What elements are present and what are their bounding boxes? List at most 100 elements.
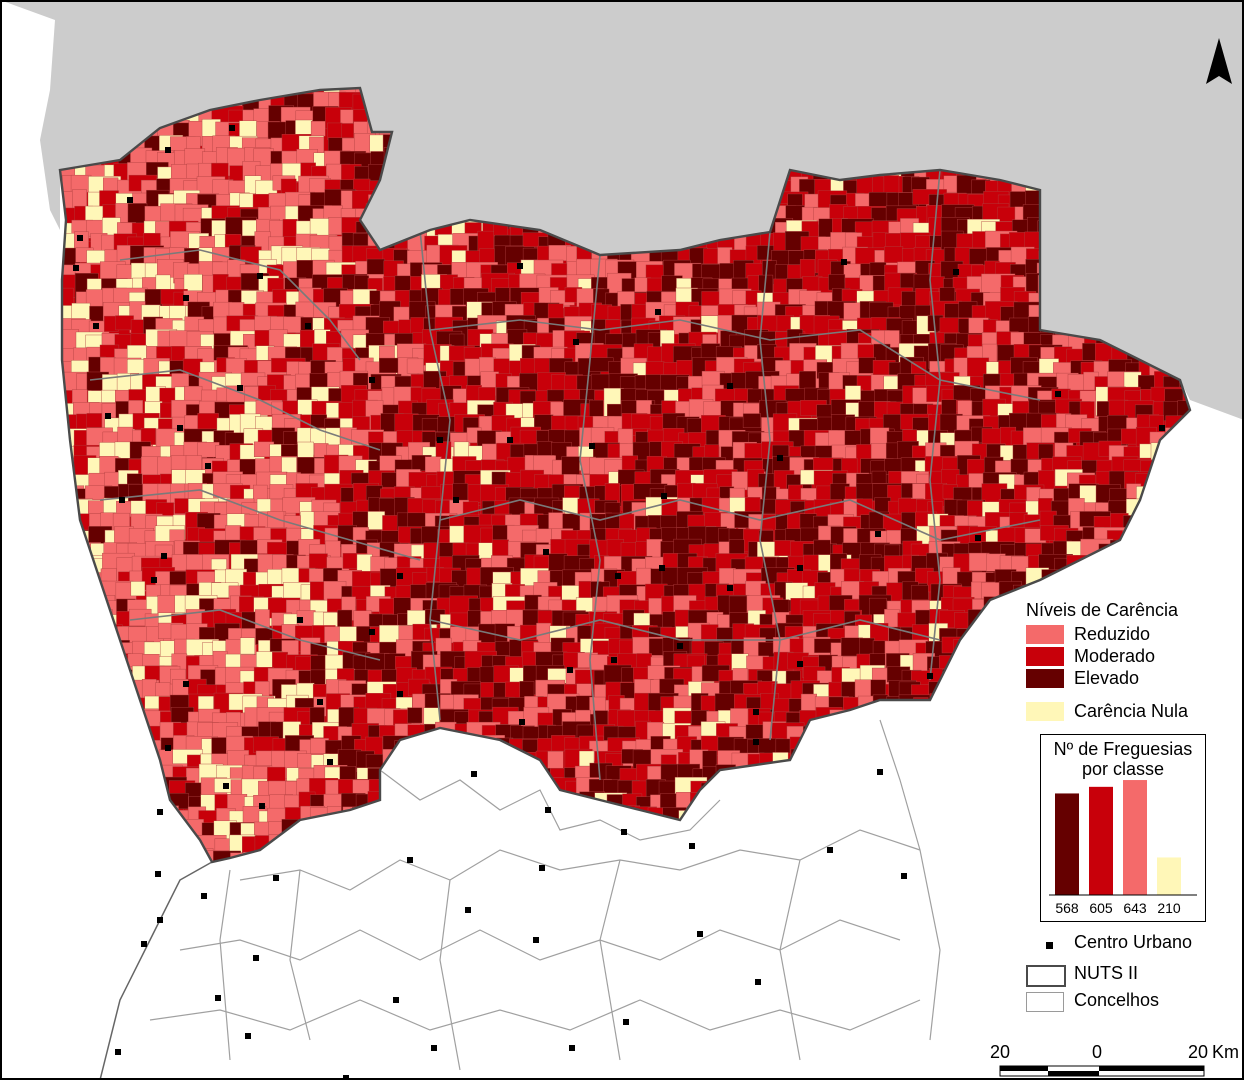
urban-center-marker [533, 937, 539, 943]
legend-label-nuts: NUTS II [1074, 963, 1139, 983]
urban-center-marker [237, 385, 243, 391]
urban-center-marker [797, 565, 803, 571]
urban-center-symbol-icon [1046, 942, 1053, 949]
urban-center-marker [115, 1049, 121, 1055]
urban-center-marker [223, 783, 229, 789]
sea-area [0, 0, 1244, 420]
swatch-carencia-nula [1026, 702, 1064, 721]
legend-title: Níveis de Carência [1026, 600, 1179, 620]
urban-center-marker [453, 497, 459, 503]
urban-center-marker [183, 681, 189, 687]
bar-value-label: 643 [1123, 900, 1147, 916]
urban-center-marker [589, 443, 595, 449]
urban-center-marker [165, 745, 171, 751]
freguesia-polygon [702, 750, 718, 769]
north-arrow-icon [1204, 36, 1234, 88]
scale-bar: 20 0 20 Km [990, 1040, 1244, 1080]
urban-center-marker [393, 997, 399, 1003]
freguesia-polygon [254, 330, 270, 347]
urban-center-marker [273, 875, 279, 881]
swatch-elevado [1026, 669, 1064, 688]
freguesia-polygon [406, 358, 424, 374]
urban-center-marker [827, 847, 833, 853]
freguesia-polygon [756, 245, 774, 261]
urban-center-marker [119, 497, 125, 503]
urban-center-marker [677, 643, 683, 649]
urban-center-marker [539, 865, 545, 871]
urban-center-marker [689, 843, 695, 849]
urban-center-marker [127, 197, 133, 203]
freguesia-polygon [813, 539, 831, 557]
urban-center-marker [1055, 391, 1061, 397]
freguesia-polygon [327, 122, 343, 140]
legend: Níveis de Carência Reduzido Moderado Ele… [1018, 596, 1240, 1020]
swatch-moderado [1026, 647, 1064, 666]
urban-center-marker [397, 573, 403, 579]
urban-center-marker [157, 917, 163, 923]
freguesia-polygon [799, 259, 816, 278]
legend-label-elevado: Elevado [1074, 668, 1140, 688]
urban-center-marker [297, 617, 303, 623]
urban-center-marker [155, 871, 161, 877]
urban-center-marker [901, 873, 907, 879]
urban-center-marker [573, 339, 579, 345]
urban-center-marker [659, 565, 665, 571]
urban-center-marker [753, 739, 759, 745]
freguesia-polygon [884, 246, 904, 263]
bar-value-label: 210 [1157, 900, 1181, 916]
urban-center-marker [1159, 425, 1165, 431]
urban-center-marker [519, 719, 525, 725]
urban-center-marker [205, 463, 211, 469]
freguesia-polygon [86, 413, 103, 428]
urban-center-marker [611, 657, 617, 663]
urban-center-marker [927, 673, 933, 679]
urban-center-marker [77, 235, 83, 241]
urban-center-marker [543, 549, 549, 555]
urban-center-marker [623, 1019, 629, 1025]
bar-reduzido [1123, 780, 1147, 895]
urban-center-marker [73, 265, 79, 271]
urban-center-marker [215, 995, 221, 1001]
urban-center-marker [151, 577, 157, 583]
legend-label-moderado: Moderado [1074, 646, 1156, 666]
urban-center-marker [621, 829, 627, 835]
urban-center-marker [157, 809, 163, 815]
nuts-ii-symbol-icon [1026, 965, 1066, 987]
urban-center-marker [183, 295, 189, 301]
urban-center-marker [229, 125, 235, 131]
urban-center-marker [201, 893, 207, 899]
urban-center-marker [697, 931, 703, 937]
urban-center-marker [569, 1045, 575, 1051]
legend-label-carencia-nula: Carência Nula [1074, 701, 1189, 721]
legend-label-concelhos: Concelhos [1074, 990, 1160, 1010]
coastline [99, 861, 213, 1080]
scale-bar-graphic [999, 1065, 1205, 1077]
urban-center-marker [317, 699, 323, 705]
freguesia-polygon [337, 609, 353, 629]
urban-center-marker [975, 535, 981, 541]
freguesia-polygon [170, 623, 189, 642]
urban-center-marker [369, 377, 375, 383]
urban-center-marker [661, 493, 667, 499]
bar-value-label: 568 [1055, 900, 1079, 916]
freguesia-polygon [742, 413, 761, 428]
urban-center-marker [877, 769, 883, 775]
urban-center-marker [841, 259, 847, 265]
freguesia-polygon [367, 511, 386, 530]
urban-center-marker [253, 955, 259, 961]
urban-center-marker [875, 531, 881, 537]
freguesia-polygon [281, 456, 297, 474]
concelhos-symbol-icon [1026, 992, 1064, 1012]
urban-center-marker [369, 629, 375, 635]
urban-center-marker [259, 803, 265, 809]
urban-center-marker [93, 323, 99, 329]
urban-center-marker [437, 437, 443, 443]
swatch-reduzido [1026, 625, 1064, 644]
urban-center-marker [507, 437, 513, 443]
urban-center-marker [727, 585, 733, 591]
urban-center-marker [165, 147, 171, 153]
urban-center-marker [953, 269, 959, 275]
urban-center-marker [105, 413, 111, 419]
